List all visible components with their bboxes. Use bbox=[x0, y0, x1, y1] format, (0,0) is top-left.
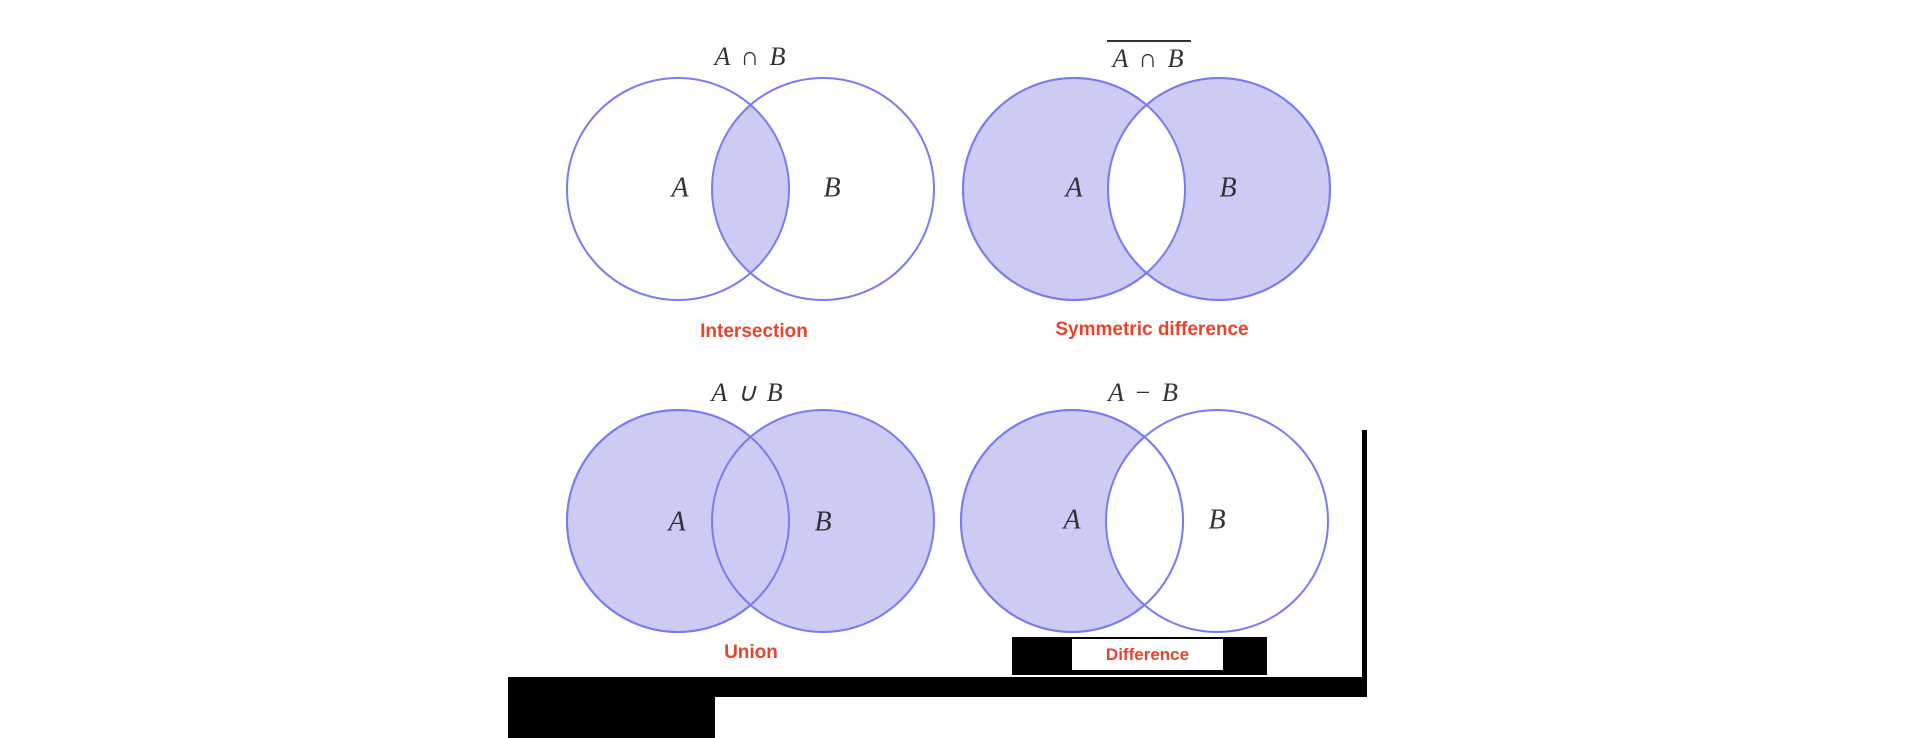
circle-b-outline bbox=[1105, 409, 1329, 633]
formula-symmetric-difference-text: A ∩ B bbox=[1107, 40, 1191, 74]
formula-difference-text: A − B bbox=[1108, 378, 1180, 407]
set-a-label: A bbox=[669, 173, 689, 204]
operation-label-union: Union bbox=[724, 642, 778, 663]
set-b-label: B bbox=[1208, 505, 1225, 536]
venn-diagram-intersection: A B bbox=[566, 77, 935, 301]
venn-diagram-symmetric-difference: A B bbox=[962, 77, 1331, 301]
intersection-region-shaded bbox=[712, 104, 789, 274]
formula-difference: A − B bbox=[994, 378, 1294, 408]
intersection-region-unshaded bbox=[1108, 104, 1185, 274]
set-b-label: B bbox=[823, 173, 840, 204]
intersection-region-unshaded bbox=[1106, 436, 1183, 606]
set-b-label: B bbox=[814, 507, 831, 538]
formula-symmetric-difference: A ∩ B bbox=[999, 40, 1299, 74]
circle-b-shaded bbox=[711, 409, 935, 633]
venn-diagram-union: A B bbox=[566, 409, 935, 633]
redaction-vertical-line bbox=[1362, 430, 1367, 677]
redaction-horizontal-bar bbox=[508, 677, 1367, 697]
operation-label-symmetric-difference: Symmetric difference bbox=[1055, 319, 1249, 340]
set-a-label: A bbox=[1061, 505, 1081, 536]
set-b-label: B bbox=[1219, 173, 1236, 204]
formula-intersection: A ∩ B bbox=[601, 42, 901, 72]
circle-a-outline bbox=[962, 77, 1186, 301]
circle-a-outline bbox=[960, 409, 1184, 633]
operation-label-difference: Difference bbox=[1105, 644, 1190, 664]
difference-label-window: Difference bbox=[1072, 639, 1223, 670]
operation-label-intersection: Intersection bbox=[700, 321, 808, 342]
circle-a-outline bbox=[566, 77, 790, 301]
redaction-bottom-left-block bbox=[508, 677, 715, 738]
set-a-label: A bbox=[666, 507, 686, 538]
set-a-label: A bbox=[1063, 173, 1083, 204]
circle-b-outline bbox=[1107, 77, 1331, 301]
circle-b-outline bbox=[711, 77, 935, 301]
formula-intersection-text: A ∩ B bbox=[714, 42, 788, 71]
formula-union-text: A ∪ B bbox=[711, 378, 785, 407]
venn-diagram-difference: A B bbox=[960, 409, 1329, 633]
circle-a-outline bbox=[566, 409, 790, 633]
formula-union: A ∪ B bbox=[598, 378, 898, 408]
